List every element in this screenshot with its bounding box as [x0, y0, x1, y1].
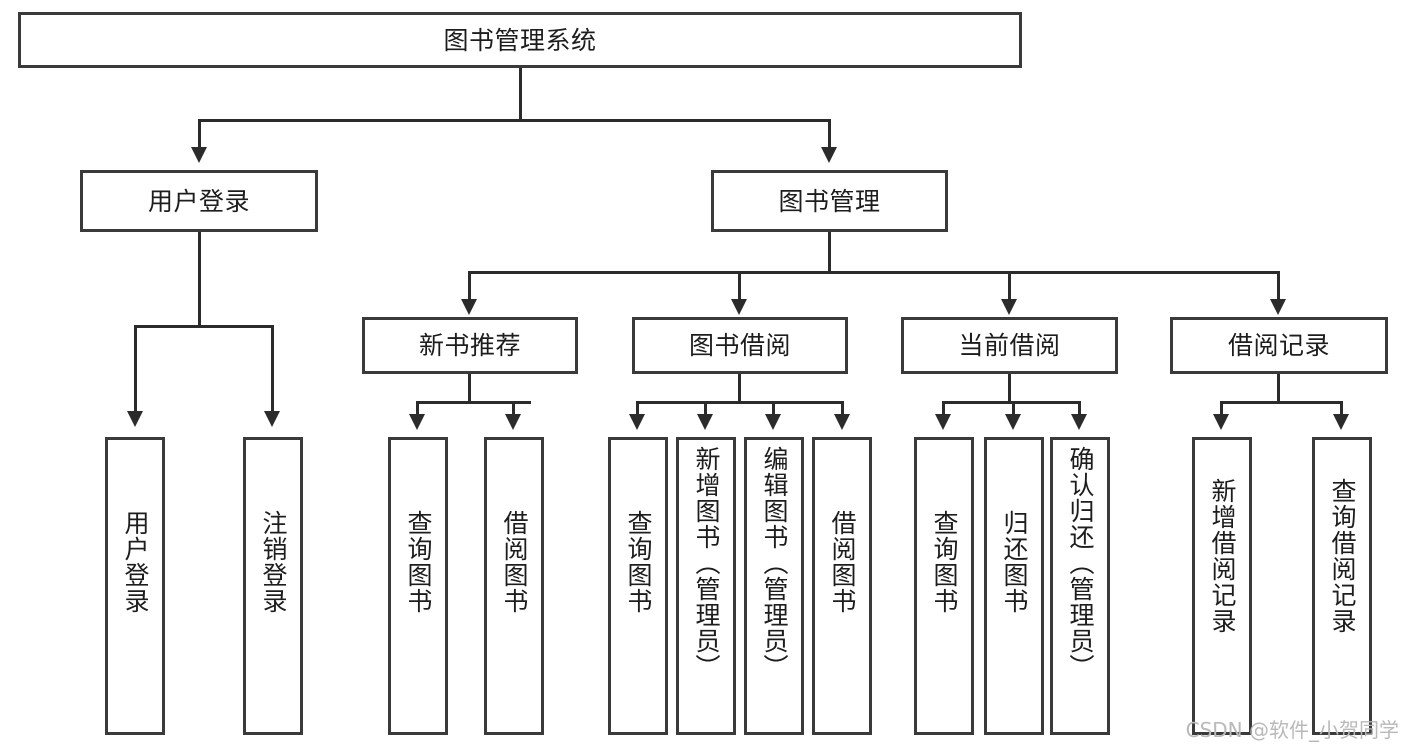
node-label: 编辑图书（管理员）: [760, 446, 789, 680]
connector-bookborrow-drop-1: [636, 401, 639, 416]
connector-newbook-stem: [468, 374, 471, 402]
arrowhead-leaf-borrow-book-new: [505, 414, 521, 430]
node-leaf-borrow-book-new[interactable]: 借阅图书: [484, 437, 544, 735]
connector-level3-drop-3: [1008, 271, 1011, 301]
arrowhead-leaf-edit-book-admin: [765, 414, 781, 430]
arrowhead-user-login: [191, 147, 207, 163]
node-label: 新增借阅记录: [1208, 478, 1237, 634]
node-borrow-record[interactable]: 借阅记录: [1170, 317, 1388, 374]
arrowhead-leaf-add-borrow-record: [1213, 414, 1229, 430]
node-leaf-query-book-new[interactable]: 查询图书: [388, 437, 448, 735]
node-label: 新书推荐: [418, 331, 521, 360]
node-leaf-query-book-borrow[interactable]: 查询图书: [608, 437, 668, 735]
connector-root-drop-right: [828, 119, 831, 149]
node-label: 查询图书: [930, 510, 959, 614]
connector-user-login-drop-2: [271, 325, 274, 413]
connector-root-drop-left: [198, 119, 201, 149]
node-label: 注销登录: [259, 510, 288, 614]
arrowhead-leaf-user-login: [127, 411, 143, 427]
node-user-login[interactable]: 用户登录: [80, 170, 318, 232]
arrowhead-leaf-add-book-admin: [697, 414, 713, 430]
connector-user-login-stem: [198, 232, 201, 326]
node-current-borrow[interactable]: 当前借阅: [901, 317, 1118, 374]
connector-currentborrow-drop-3: [1078, 401, 1081, 416]
arrowhead-new-book-recommend: [461, 299, 477, 315]
arrowhead-book-management: [821, 147, 837, 163]
connector-root-bus: [198, 119, 830, 122]
node-leaf-edit-book-admin[interactable]: 编辑图书（管理员）: [744, 437, 804, 735]
arrowhead-leaf-borrow-book: [834, 414, 850, 430]
connector-bookborrow-drop-2: [704, 401, 707, 416]
arrowhead-leaf-query-book-borrow: [629, 414, 645, 430]
node-label: 查询借阅记录: [1328, 478, 1357, 634]
node-label: 图书管理: [778, 186, 881, 216]
node-label: 查询图书: [624, 510, 653, 614]
connector-user-login-bus: [134, 325, 272, 328]
connector-newbook-drop-1: [416, 401, 419, 416]
connector-currentborrow-stem: [1008, 374, 1011, 402]
node-label: 借阅记录: [1227, 331, 1330, 360]
connector-borrowrecord-bus: [1220, 401, 1343, 404]
node-leaf-return-book[interactable]: 归还图书: [984, 437, 1044, 735]
node-label: 用户登录: [147, 186, 250, 216]
connector-borrowrecord-drop-1: [1220, 401, 1223, 416]
connector-user-login-drop-1: [134, 325, 137, 413]
node-root-book-management-system[interactable]: 图书管理系统: [18, 12, 1022, 68]
node-leaf-add-borrow-record[interactable]: 新增借阅记录: [1192, 437, 1252, 735]
node-book-management[interactable]: 图书管理: [711, 170, 948, 232]
connector-level3-drop-4: [1277, 271, 1280, 301]
arrowhead-leaf-confirm-return-admin: [1071, 414, 1087, 430]
node-label: 当前借阅: [958, 331, 1061, 360]
connector-bookborrow-drop-4: [841, 401, 844, 416]
arrowhead-leaf-logout: [264, 411, 280, 427]
node-leaf-user-login[interactable]: 用户登录: [105, 437, 165, 735]
node-label: 归还图书: [1000, 510, 1029, 614]
node-leaf-confirm-return-admin[interactable]: 确认归还（管理员）: [1050, 437, 1110, 735]
node-label: 借阅图书: [500, 510, 529, 614]
connector-level3-bus: [468, 271, 1280, 274]
node-label: 图书借阅: [688, 331, 791, 360]
arrowhead-leaf-return-book: [1005, 414, 1021, 430]
arrowhead-leaf-query-book-current: [935, 414, 951, 430]
connector-bookborrow-bus: [636, 401, 844, 404]
connector-currentborrow-drop-1: [942, 401, 945, 416]
connector-book-management-stem: [828, 232, 831, 272]
node-book-borrow[interactable]: 图书借阅: [632, 317, 848, 374]
connector-level3-drop-1: [468, 271, 471, 301]
arrowhead-leaf-query-borrow-record: [1333, 414, 1349, 430]
connector-root-stem: [519, 68, 522, 120]
node-new-book-recommend[interactable]: 新书推荐: [362, 317, 578, 374]
connector-bookborrow-stem: [738, 374, 741, 402]
connector-currentborrow-drop-2: [1012, 401, 1015, 416]
node-leaf-query-borrow-record[interactable]: 查询借阅记录: [1312, 437, 1372, 735]
node-leaf-borrow-book[interactable]: 借阅图书: [812, 437, 872, 735]
arrowhead-leaf-query-book-new: [409, 414, 425, 430]
connector-newbook-drop-2: [512, 401, 515, 416]
node-label: 确认归还（管理员）: [1066, 446, 1095, 680]
arrowhead-borrow-record: [1270, 299, 1286, 315]
node-label: 借阅图书: [828, 510, 857, 614]
connector-newbook-bus: [416, 401, 531, 404]
connector-bookborrow-drop-3: [772, 401, 775, 416]
connector-currentborrow-bus: [942, 401, 1081, 404]
connector-borrowrecord-drop-2: [1340, 401, 1343, 416]
node-label: 图书管理系统: [443, 25, 597, 55]
node-leaf-query-book-current[interactable]: 查询图书: [914, 437, 974, 735]
node-label: 查询图书: [404, 510, 433, 614]
connector-borrowrecord-stem: [1277, 374, 1280, 402]
node-label: 新增图书（管理员）: [692, 446, 721, 680]
node-label: 用户登录: [121, 510, 150, 614]
node-leaf-add-book-admin[interactable]: 新增图书（管理员）: [676, 437, 736, 735]
arrowhead-book-borrow: [731, 299, 747, 315]
connector-level3-drop-2: [738, 271, 741, 301]
arrowhead-current-borrow: [1001, 299, 1017, 315]
node-leaf-logout[interactable]: 注销登录: [243, 437, 303, 735]
